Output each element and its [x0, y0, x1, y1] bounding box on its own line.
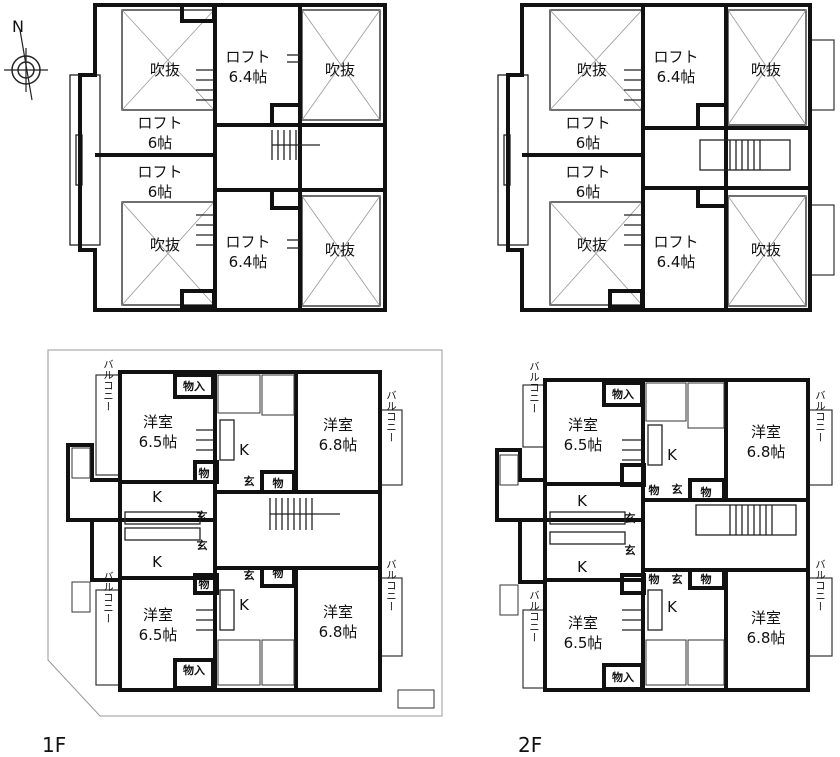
- loft-label: ロフト: [225, 233, 270, 251]
- floor-plan-2f: 洋室 6.5帖 洋室 6.8帖 洋室 6.5帖 洋室 6.8帖 K K K K …: [495, 361, 833, 692]
- room-size: 6.8帖: [747, 629, 786, 647]
- storage-in-label: 物入: [183, 663, 205, 677]
- fukinuke-label: 吹抜: [150, 61, 180, 79]
- storage-label: 物: [701, 485, 712, 499]
- loft-label: ロフト: [653, 48, 698, 66]
- room-size: 6.5帖: [139, 626, 178, 644]
- genkan-label: 玄: [197, 509, 208, 523]
- genkan-label: 玄: [244, 474, 255, 488]
- fukinuke-label: 吹抜: [325, 61, 355, 79]
- floor-label-2f: 2F: [518, 733, 542, 757]
- fukinuke-label: 吹抜: [751, 241, 781, 259]
- kitchen-label: K: [239, 596, 250, 614]
- kitchen-label: K: [152, 553, 163, 571]
- storage-label: 物: [273, 476, 284, 490]
- genkan-label: 玄: [672, 482, 683, 496]
- genkan-label: 玄: [244, 568, 255, 582]
- fukinuke-label: 吹抜: [577, 61, 607, 79]
- room-size: 6.8帖: [747, 443, 786, 461]
- balcony-label: バルコニー: [102, 571, 114, 624]
- storage-in-label: 物入: [612, 670, 634, 684]
- genkan-label: 玄: [625, 543, 636, 557]
- room-label: 洋室: [751, 609, 781, 627]
- room-label: 洋室: [143, 606, 173, 624]
- balcony-label: バルコニー: [385, 390, 397, 443]
- room-size: 6.5帖: [564, 436, 603, 454]
- fukinuke-label: 吹抜: [577, 236, 607, 254]
- room-size: 6.8帖: [319, 623, 358, 641]
- loft-label: ロフト: [225, 48, 270, 66]
- loft-plan-left: 吹抜 吹抜 吹抜 吹抜 ロフト 6.4帖 ロフト 6帖 ロフト 6帖 ロフト 6…: [69, 3, 387, 312]
- genkan-label: 玄: [672, 572, 683, 586]
- loft-size: 6帖: [576, 183, 601, 201]
- balcony-label: バルコニー: [102, 359, 114, 412]
- loft-label: ロフト: [137, 163, 182, 181]
- kitchen-label: K: [577, 558, 588, 576]
- balcony-label: バルコニー: [814, 390, 826, 443]
- fukinuke-label: 吹抜: [150, 236, 180, 254]
- storage-in-label: 物入: [183, 379, 205, 393]
- storage-label: 物: [649, 483, 660, 497]
- kitchen-label: K: [152, 488, 163, 506]
- room-label: 洋室: [143, 413, 173, 431]
- balcony-label: バルコニー: [814, 559, 826, 612]
- floor-plan-1f: 洋室 6.5帖 洋室 6.8帖 洋室 6.5帖 洋室 6.8帖 K K K K …: [47, 349, 443, 717]
- loft-size: 6.4帖: [657, 68, 696, 86]
- storage-label: 物: [199, 466, 210, 480]
- kitchen-label: K: [667, 446, 678, 464]
- kitchen-label: K: [667, 598, 678, 616]
- room-label: 洋室: [568, 614, 598, 632]
- balcony-label: バルコニー: [528, 361, 540, 414]
- storage-label: 物: [273, 566, 284, 580]
- north-label: N: [12, 17, 24, 36]
- loft-size: 6.4帖: [229, 253, 268, 271]
- room-size: 6.5帖: [564, 634, 603, 652]
- fukinuke-label: 吹抜: [751, 61, 781, 79]
- room-label: 洋室: [323, 416, 353, 434]
- storage-label: 物: [701, 572, 712, 586]
- loft-label: ロフト: [653, 233, 698, 251]
- floor-label-1f: 1F: [42, 733, 66, 757]
- loft-label: ロフト: [137, 114, 182, 132]
- compass-icon: N: [4, 17, 48, 101]
- storage-in-label: 物入: [612, 387, 634, 401]
- fukinuke-label: 吹抜: [325, 241, 355, 259]
- balcony-label: バルコニー: [528, 590, 540, 643]
- genkan-label: 玄: [625, 511, 636, 525]
- kitchen-label: K: [577, 492, 588, 510]
- loft-plan-right: 吹抜 吹抜 吹抜 吹抜 ロフト 6.4帖 ロフト 6帖 ロフト 6帖 ロフト 6…: [497, 3, 835, 312]
- storage-label: 物: [649, 572, 660, 586]
- loft-size: 6.4帖: [657, 253, 696, 271]
- genkan-label: 玄: [197, 538, 208, 552]
- loft-label: ロフト: [565, 163, 610, 181]
- loft-size: 6.4帖: [229, 68, 268, 86]
- loft-label: ロフト: [565, 114, 610, 132]
- loft-size: 6帖: [148, 134, 173, 152]
- room-size: 6.8帖: [319, 436, 358, 454]
- kitchen-label: K: [239, 441, 250, 459]
- room-size: 6.5帖: [139, 433, 178, 451]
- room-label: 洋室: [568, 416, 598, 434]
- room-label: 洋室: [751, 423, 781, 441]
- loft-size: 6帖: [576, 134, 601, 152]
- balcony-label: バルコニー: [385, 559, 397, 612]
- room-label: 洋室: [323, 603, 353, 621]
- loft-size: 6帖: [148, 183, 173, 201]
- storage-label: 物: [199, 577, 210, 591]
